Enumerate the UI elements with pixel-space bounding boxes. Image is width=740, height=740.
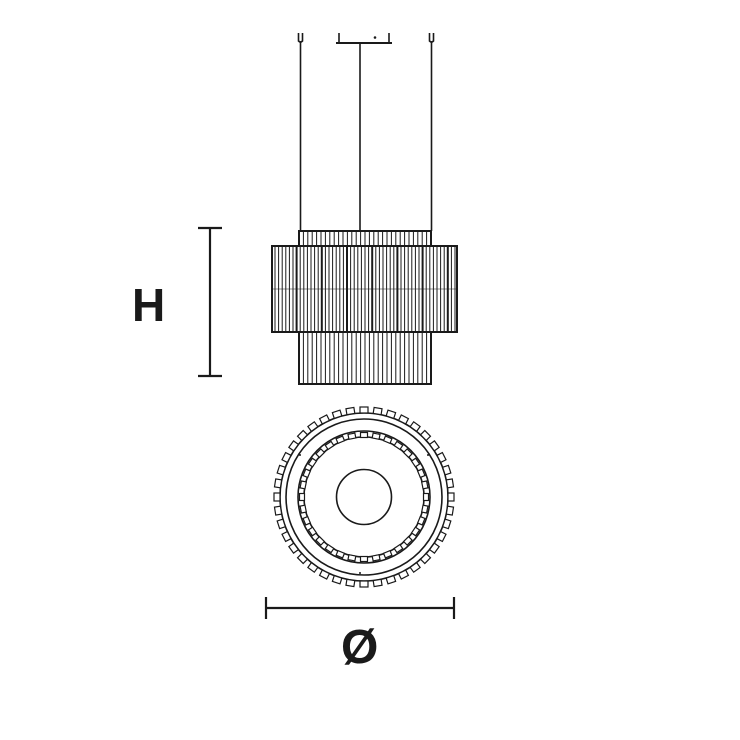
elevation-view <box>198 33 458 385</box>
diameter-dimension-line <box>264 597 456 619</box>
outer-prism-band <box>271 245 458 333</box>
center-opening <box>335 468 393 526</box>
ceiling-canopy <box>336 33 392 44</box>
height-dimension-line <box>198 226 222 378</box>
lamp-body <box>271 230 458 385</box>
diameter-label: Ø <box>341 621 379 674</box>
height-label: H <box>132 279 166 331</box>
inner-prism-ring <box>298 431 430 563</box>
suspension-cables <box>297 33 435 231</box>
outer-prism-ring <box>273 406 455 588</box>
plan-view <box>264 406 456 619</box>
